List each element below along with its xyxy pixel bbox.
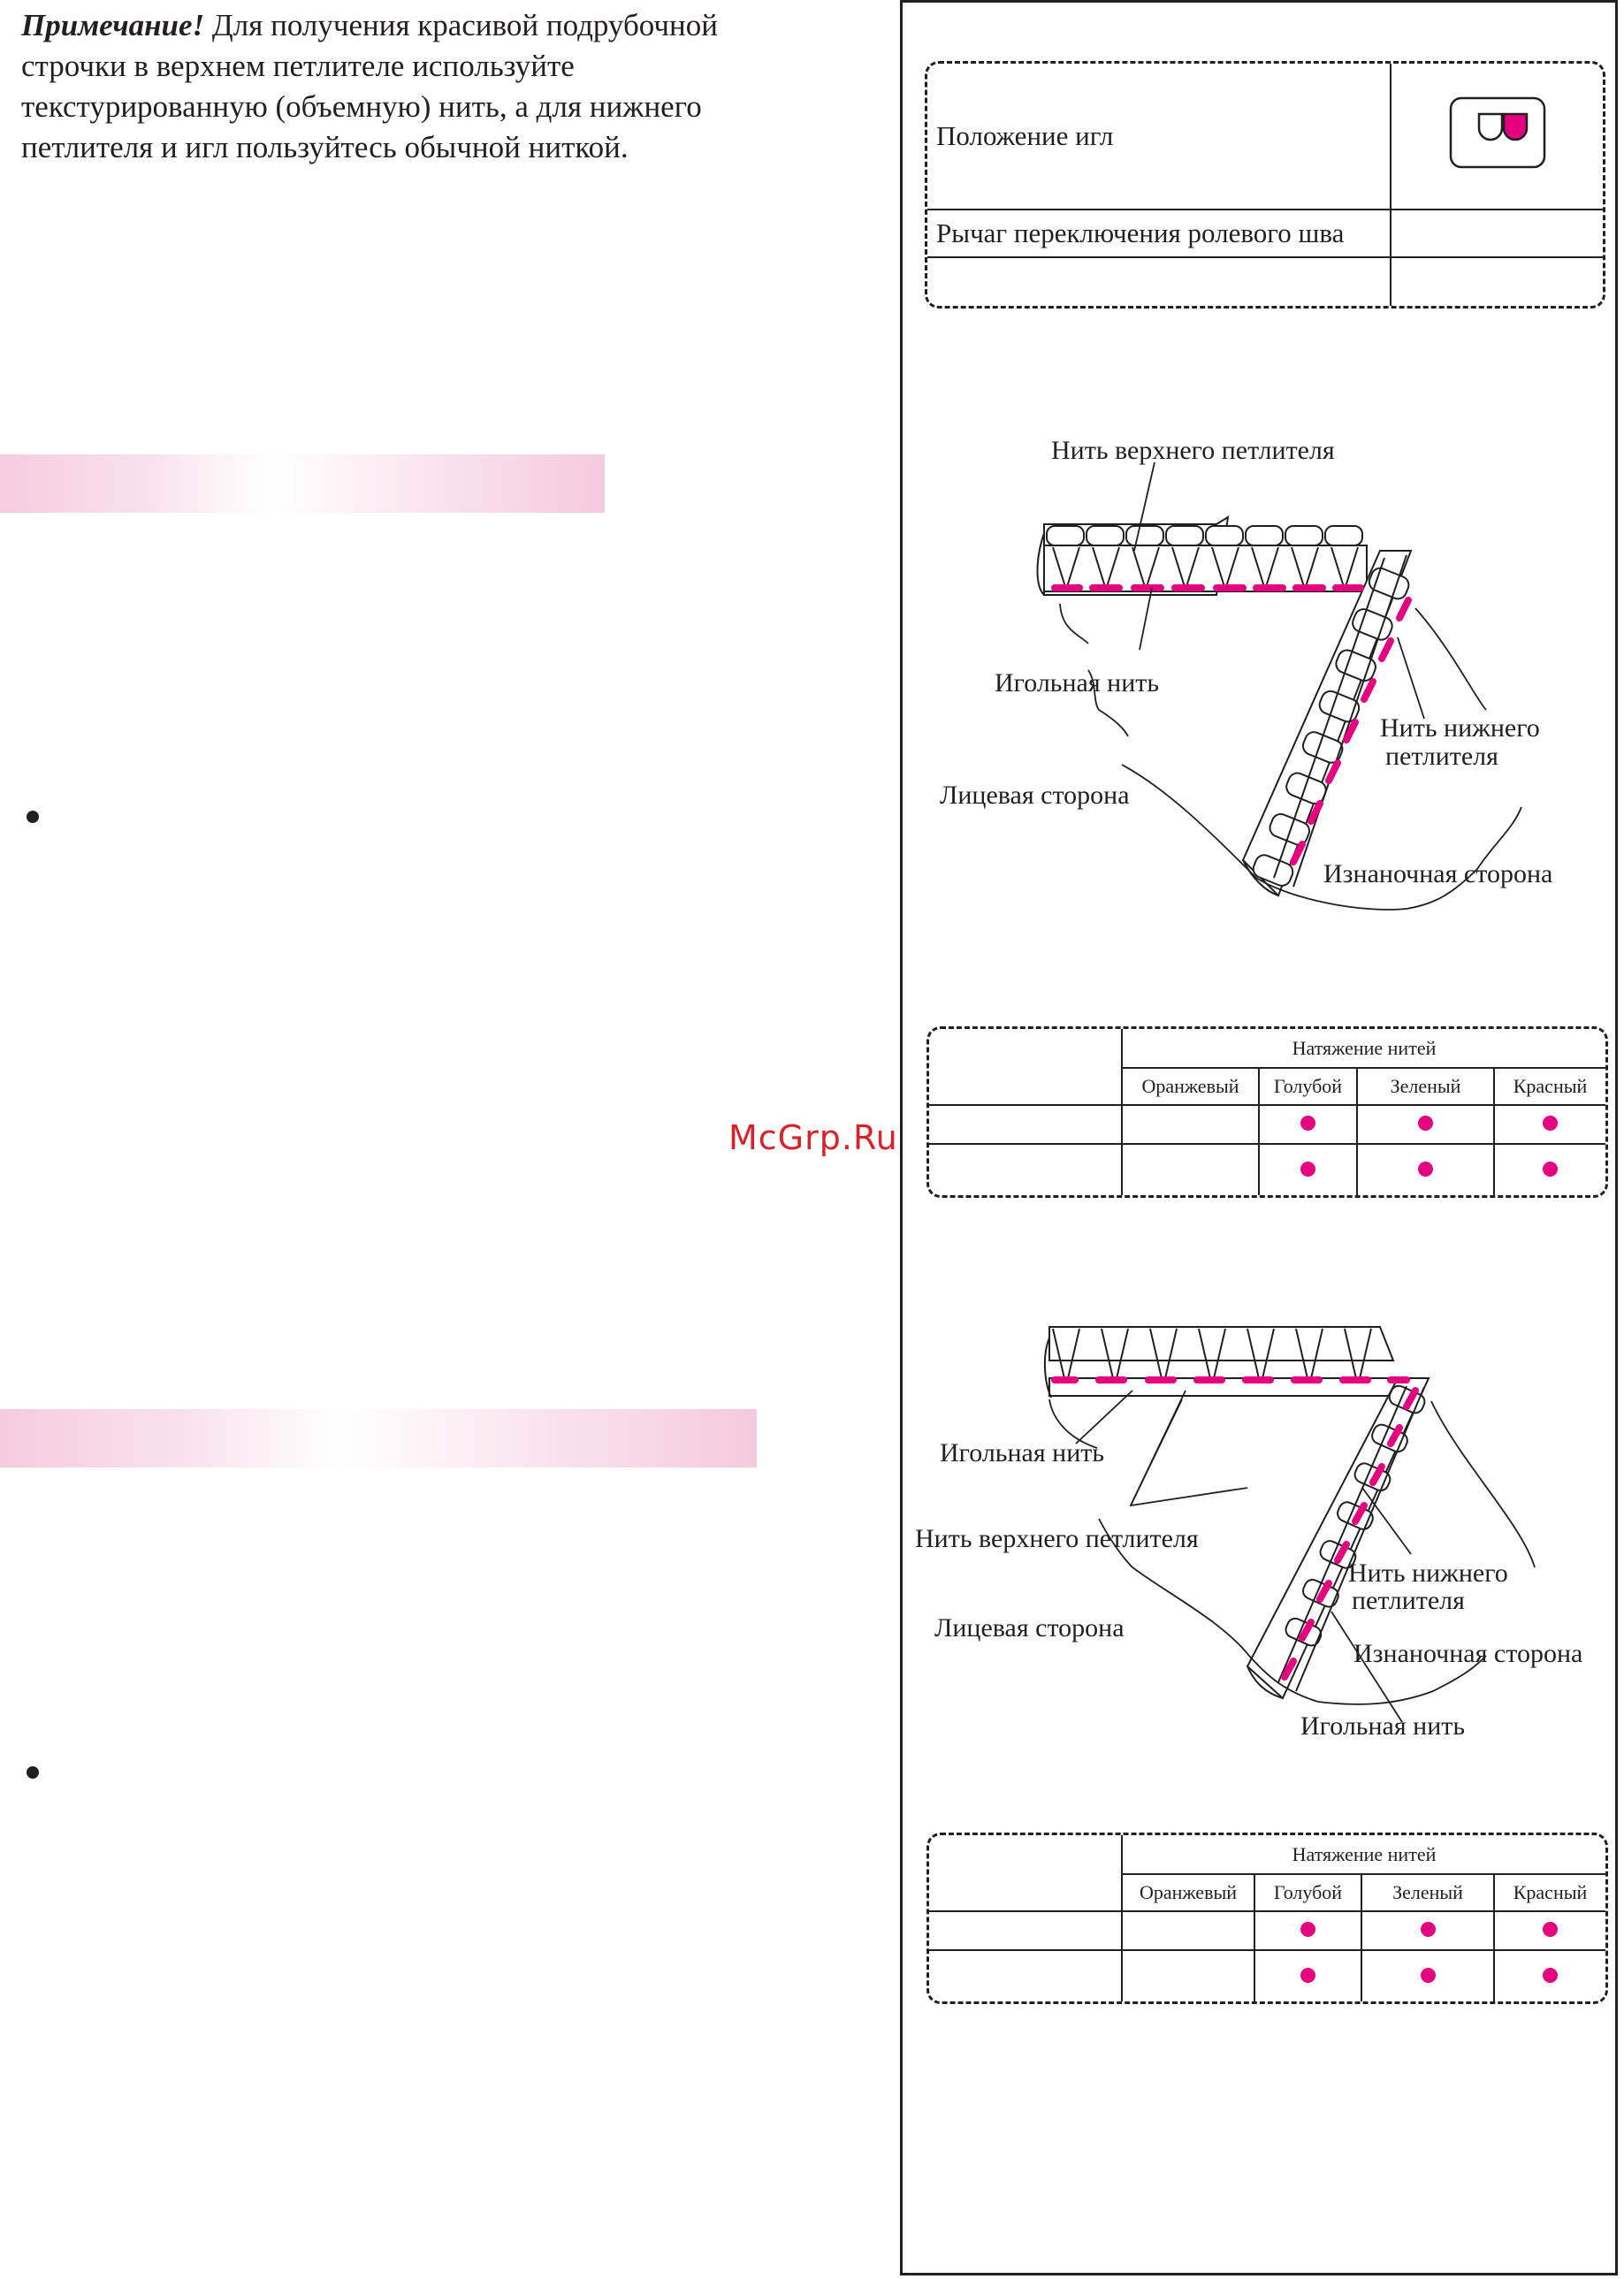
tension-1-col-orange: Оранжевый [1122, 1067, 1260, 1106]
tension-1-corner [929, 1029, 1123, 1106]
tension-table-1: Натяжение нитей Оранжевый Голубой Зелены… [926, 1026, 1608, 1198]
tension-1-row-1-red [1493, 1104, 1605, 1145]
tension-dot [1300, 1116, 1315, 1131]
tension-dot [1420, 1922, 1436, 1937]
tension-dot [1300, 1161, 1315, 1177]
tension-dot [1300, 1922, 1315, 1937]
tension-2-col-blue: Голубой [1254, 1873, 1362, 1912]
tension-2-row-1-blue [1254, 1910, 1362, 1951]
d1-wrong-side-label: Изнаночная сторона [1323, 859, 1552, 888]
tension-2-header: Натяжение нитей [1121, 1835, 1605, 1875]
tension-2-row-2-label [929, 1949, 1123, 2001]
note-heading: Примечание! [21, 8, 205, 42]
extra-row-value [1390, 256, 1603, 306]
d1-lower-looper-label-2: петлителя [1385, 742, 1498, 771]
tension-1-row-2-orange [1121, 1143, 1260, 1195]
d1-upper-looper-label: Нить верхнего петлителя [1051, 436, 1335, 465]
stitch-diagram-2: Игольная нить Нить верхнего петлителя Ни… [915, 1326, 1582, 1741]
tension-dot [1543, 1967, 1558, 1983]
needle-position-icon [1449, 96, 1545, 169]
tension-dot [1420, 1967, 1436, 1983]
tension-2-row-1-red [1493, 1910, 1605, 1951]
d2-lower-looper-label-2: петлителя [1352, 1586, 1465, 1615]
d1-lower-looper-label-1: Нить нижнего [1380, 713, 1540, 743]
tension-1-col-red: Красный [1493, 1067, 1605, 1106]
tension-1-row-1-blue [1258, 1104, 1358, 1145]
watermark: McGrp.Ru [728, 1118, 898, 1157]
tension-2-col-red: Красный [1493, 1873, 1605, 1912]
d2-upper-looper-label: Нить верхнего петлителя [915, 1524, 1199, 1553]
tension-1-col-green: Зеленый [1356, 1067, 1495, 1106]
note-paragraph: Примечание! Для получения красивой подру… [21, 5, 720, 168]
settings-panel: Положение игл Рычаг переключения ролевог… [900, 0, 1618, 2275]
tension-table-2: Натяжение нитей Оранжевый Голубой Зелены… [926, 1833, 1608, 2004]
needle-position-cell [1390, 64, 1603, 210]
tension-2-row-1-label [929, 1910, 1123, 1951]
tension-dot [1418, 1116, 1433, 1131]
tension-1-row-2-blue [1258, 1143, 1358, 1195]
section-band-1 [0, 454, 605, 513]
tension-2-row-1-orange [1121, 1910, 1255, 1951]
tension-2-col-orange: Оранжевый [1122, 1873, 1255, 1912]
needle-position-label: Положение игл [927, 64, 1391, 210]
roll-hem-lever-value [1390, 209, 1603, 258]
tension-1-row-2-red [1493, 1143, 1605, 1195]
tension-1-row-1-orange [1121, 1104, 1260, 1145]
extra-row-label [927, 256, 1391, 306]
settings-table: Положение игл Рычаг переключения ролевог… [925, 61, 1605, 309]
tension-1-row-2-label [929, 1143, 1123, 1195]
tension-1-row-2-green [1356, 1143, 1495, 1195]
tension-2-row-2-blue [1254, 1949, 1362, 2001]
tension-2-row-2-green [1361, 1949, 1495, 2001]
tension-2-row-2-red [1493, 1949, 1605, 2001]
tension-1-row-1-label [929, 1104, 1123, 1145]
section-band-2 [0, 1409, 757, 1467]
tension-dot [1543, 1922, 1558, 1937]
tension-1-row-1-green [1356, 1104, 1495, 1145]
roll-hem-lever-label: Рычаг переключения ролевого шва [927, 209, 1391, 258]
tension-1-header: Натяжение нитей [1121, 1029, 1605, 1069]
tension-1-col-blue: Голубой [1258, 1067, 1358, 1106]
note-text: Для получения красивой подрубочной строч… [21, 8, 718, 164]
tension-2-corner [929, 1835, 1123, 1912]
tension-dot [1543, 1116, 1558, 1131]
d2-needle-top-label: Игольная нить [940, 1438, 1104, 1467]
bullet-2 [27, 1766, 39, 1779]
d2-lower-looper-label-1: Нить нижнего [1348, 1559, 1508, 1588]
tension-2-row-2-orange [1121, 1949, 1255, 2001]
tension-2-row-1-green [1361, 1910, 1495, 1951]
tension-dot [1543, 1161, 1558, 1177]
stitch-diagram-1: Нить верхнего петлителя Игольная нить Ни… [940, 436, 1552, 911]
tension-dot [1300, 1967, 1315, 1983]
d2-wrong-side-label: Изнаночная сторона [1353, 1639, 1582, 1668]
d2-right-side-label: Лицевая сторона [934, 1613, 1125, 1643]
tension-2-col-green: Зеленый [1361, 1873, 1495, 1912]
tension-dot [1418, 1161, 1433, 1177]
d1-needle-label: Игольная нить [995, 668, 1159, 697]
d2-needle-bottom-label: Игольная нить [1300, 1711, 1465, 1741]
d1-right-side-label: Лицевая сторона [940, 781, 1130, 810]
bullet-1 [27, 811, 39, 823]
